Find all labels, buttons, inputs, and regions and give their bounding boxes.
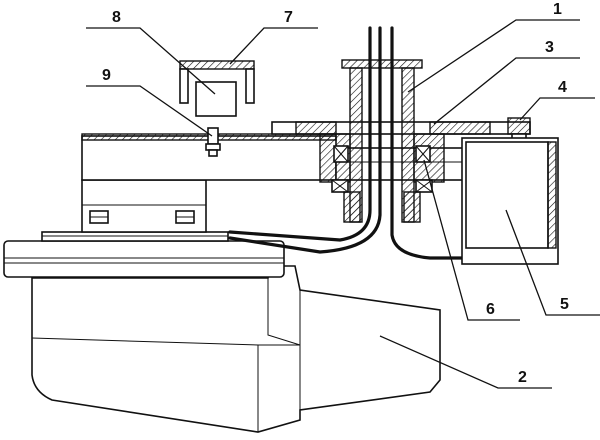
housing-flange bbox=[3, 231, 285, 278]
probe bbox=[205, 127, 221, 157]
bolt-left bbox=[89, 210, 109, 224]
container-box bbox=[461, 137, 559, 265]
support-block bbox=[81, 179, 207, 233]
label-1: 1 bbox=[553, 1, 562, 18]
bolt-right bbox=[175, 210, 195, 224]
cable-bundle bbox=[228, 26, 482, 260]
label-2: 2 bbox=[518, 369, 527, 386]
label-4: 4 bbox=[558, 79, 567, 96]
housing-body bbox=[31, 265, 441, 433]
label-9: 9 bbox=[102, 67, 111, 84]
rotating-disc bbox=[271, 121, 531, 135]
label-8: 8 bbox=[112, 9, 121, 26]
label-3: 3 bbox=[545, 39, 554, 56]
label-5: 5 bbox=[560, 296, 569, 313]
sensor-housing bbox=[179, 60, 255, 104]
label-6: 6 bbox=[486, 301, 495, 318]
label-7: 7 bbox=[284, 9, 293, 26]
leader-lines bbox=[86, 19, 600, 389]
sensor bbox=[195, 81, 237, 117]
central-shaft bbox=[319, 59, 445, 223]
